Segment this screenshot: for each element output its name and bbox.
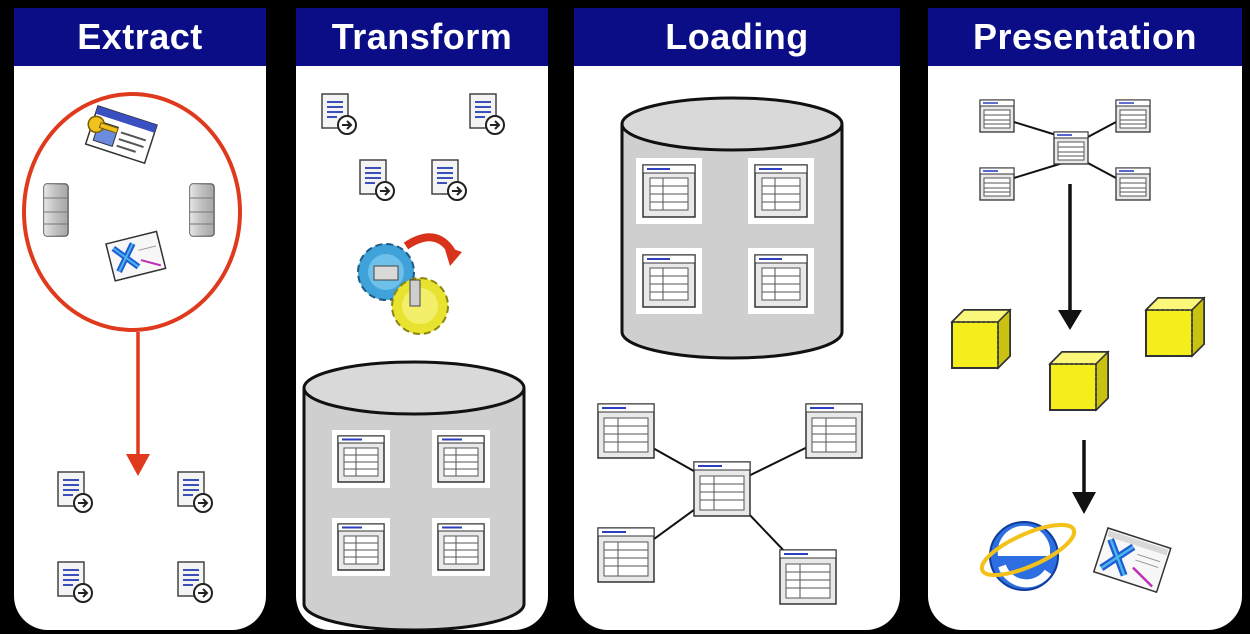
table-icon — [635, 157, 703, 225]
document-icon — [431, 159, 467, 201]
table-icon — [1115, 167, 1151, 201]
spreadsheet-icon — [1092, 527, 1172, 594]
key-database-icon — [84, 105, 158, 165]
table-icon — [431, 429, 491, 489]
fact-table-icon — [693, 461, 751, 517]
star-schema — [597, 403, 863, 605]
document-icon — [57, 471, 93, 513]
table-icon — [747, 247, 815, 315]
table-icon — [979, 99, 1015, 133]
spreadsheet-icon — [105, 230, 167, 282]
server-icon-right — [189, 183, 215, 237]
presentation-art — [951, 99, 1205, 594]
warehouse-database — [620, 96, 844, 360]
extract-panel: Extract — [14, 8, 266, 630]
table-icon — [1053, 131, 1089, 165]
transform-art — [302, 93, 526, 630]
extract-arrow-head — [126, 454, 150, 476]
extract-header: Extract — [14, 8, 266, 66]
table-icon — [331, 429, 391, 489]
source-ring — [22, 92, 242, 332]
browser-icon — [979, 521, 1077, 591]
table-icon — [331, 517, 391, 577]
dimension-table-icon — [779, 549, 837, 605]
document-icon — [469, 93, 505, 135]
table-icon — [1115, 99, 1151, 133]
dimension-table-icon — [805, 403, 863, 459]
document-icon — [321, 93, 357, 135]
olap-cube-icon — [951, 309, 1011, 369]
table-icon — [431, 517, 491, 577]
table-icon — [979, 167, 1015, 201]
presentation-header: Presentation — [928, 8, 1242, 66]
mini-star-schema — [979, 99, 1151, 201]
document-icon — [57, 561, 93, 603]
staging-database — [302, 360, 526, 630]
table-icon — [747, 157, 815, 225]
presentation-arrow-head — [1058, 310, 1082, 330]
dimension-table-icon — [597, 527, 655, 583]
document-icon — [359, 159, 395, 201]
dimension-table-icon — [597, 403, 655, 459]
transform-panel: Transform — [296, 8, 548, 630]
olap-cube-icon — [1145, 297, 1205, 357]
document-icon — [177, 561, 213, 603]
loading-art — [597, 96, 863, 605]
transform-header: Transform — [296, 8, 548, 66]
olap-cube-icon — [1049, 351, 1109, 411]
table-icon — [635, 247, 703, 315]
presentation-panel: Presentation — [928, 8, 1242, 630]
loading-header: Loading — [574, 8, 900, 66]
extract-art — [22, 92, 242, 603]
server-icon-left — [43, 183, 69, 237]
loading-panel: Loading — [574, 8, 900, 630]
gears-icon — [357, 233, 462, 335]
presentation-arrow-head — [1072, 492, 1096, 514]
document-icon — [177, 471, 213, 513]
